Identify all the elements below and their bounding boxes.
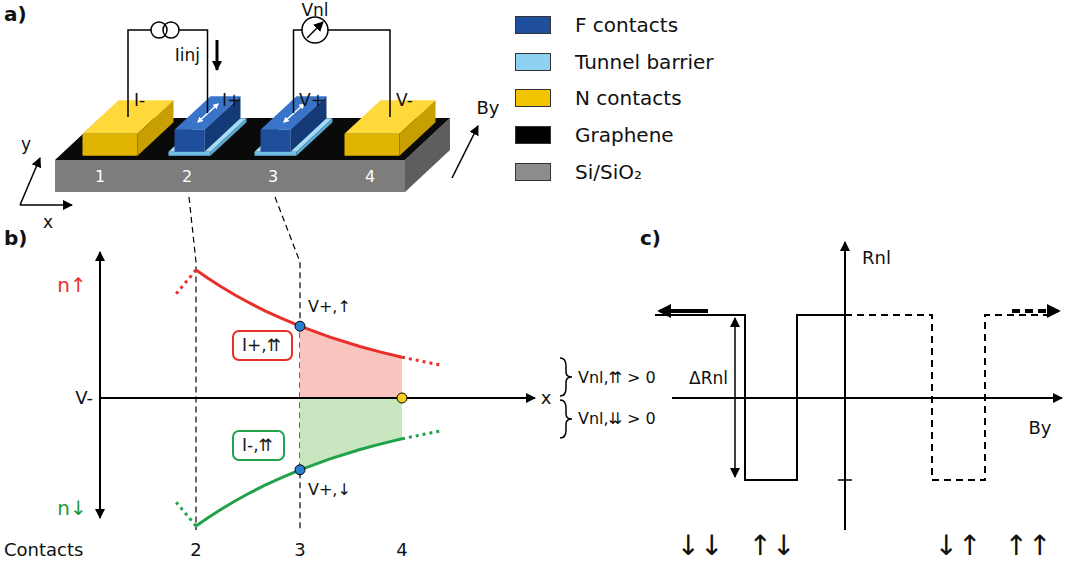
probe-dot	[295, 321, 305, 331]
contact-front	[261, 130, 291, 152]
magnetization-state: ↓↓	[677, 529, 724, 563]
magnetization-state: ↑↓	[749, 529, 796, 563]
tick	[838, 479, 852, 481]
delta-label: ΔRnl	[689, 368, 728, 388]
wire	[179, 30, 208, 113]
terminal-name: V+	[299, 90, 325, 110]
contact-number: 4	[396, 539, 407, 561]
legend-item: Tunnel barrier	[515, 47, 714, 77]
reference-dot	[397, 393, 407, 403]
contact-number: 3	[294, 539, 305, 561]
terminal-name: I+	[222, 90, 241, 110]
magnetization-state: ↓↑	[935, 529, 982, 563]
current-box: I-,⇈	[232, 430, 285, 461]
spin-up-curve	[176, 270, 440, 365]
axis-arrow	[20, 158, 40, 205]
hysteresis-sweep	[845, 315, 1050, 480]
voltage-name: Vnl	[301, 0, 328, 20]
current-arrow	[216, 40, 219, 70]
probe-dot	[295, 465, 305, 475]
contact-number: 4	[365, 167, 375, 186]
legend-text: F contacts	[575, 13, 678, 37]
axis-label: n↑	[57, 273, 86, 297]
voltage-note: Vnl,⇈ > 0	[578, 368, 656, 387]
delta-arrow	[734, 318, 736, 477]
spin-up-curve	[196, 270, 402, 357]
current-box: I+,⇈	[232, 330, 293, 361]
axis-label: x	[541, 387, 552, 409]
shaded-area	[300, 326, 402, 398]
axis-label: Contacts	[4, 539, 83, 561]
voltage-name: V+,↑	[308, 297, 351, 316]
legend-swatch	[515, 163, 551, 181]
magnetization-state: ↑↑	[1005, 529, 1052, 563]
legend-item: N contacts	[515, 83, 682, 113]
axis	[672, 397, 1062, 399]
field-label: By	[476, 97, 499, 119]
wire	[328, 30, 390, 117]
contact-number: 2	[190, 539, 201, 561]
contact-front	[175, 130, 205, 152]
axis-label: Rnl	[862, 247, 891, 269]
legend-text: Graphene	[575, 123, 674, 147]
terminal-name: I-	[134, 90, 145, 110]
voltage-note: Vnl,⇊ > 0	[578, 409, 656, 428]
circuit	[128, 17, 390, 117]
legend-item: Si/SiO₂	[515, 157, 642, 187]
brace	[560, 400, 572, 438]
legend-item: Graphene	[515, 120, 674, 150]
sweep-arrow	[660, 309, 708, 313]
contact-front	[345, 134, 400, 156]
legend-text: Tunnel barrier	[575, 50, 714, 74]
voltmeter-needle	[307, 22, 323, 38]
voltmeter	[302, 17, 328, 43]
axis-label: y	[21, 134, 31, 154]
contact-number: 1	[95, 167, 105, 186]
current-name: Iinj	[175, 45, 200, 65]
axis	[100, 397, 535, 399]
voltage-name: V+,↓	[308, 480, 351, 499]
sweep-arrow	[1012, 309, 1058, 313]
legend-swatch	[515, 16, 551, 34]
axis-label: V-	[75, 387, 93, 409]
spin-down-curve	[196, 439, 402, 526]
projection-line	[189, 197, 196, 530]
axis-label: x	[43, 212, 53, 232]
shaded-area	[300, 398, 402, 470]
axis	[844, 242, 846, 530]
panel-letter: c)	[640, 226, 661, 250]
current-source	[163, 22, 179, 38]
barrier-front	[255, 152, 297, 156]
panel-letter: b)	[4, 226, 27, 250]
legend-item: F contacts	[515, 10, 678, 40]
hysteresis-sweep	[655, 315, 845, 480]
legend-swatch	[515, 53, 551, 71]
substrate-front	[55, 160, 405, 192]
barrier-front	[169, 152, 211, 156]
brace	[560, 358, 572, 396]
field-arrow	[452, 126, 478, 178]
legend-text: N contacts	[575, 86, 682, 110]
axis	[99, 252, 101, 518]
axis-label: n↓	[57, 496, 86, 520]
axis-arrow	[20, 204, 72, 206]
box-label: I+,⇈	[242, 335, 281, 355]
box-label: I-,⇈	[242, 435, 273, 455]
panel-letter: a)	[4, 2, 27, 26]
spin-down-curve	[176, 431, 440, 526]
axis-label: By	[1028, 417, 1051, 439]
contact-front	[83, 134, 138, 156]
contact-number: 3	[268, 167, 278, 186]
wire	[128, 30, 151, 117]
contact-number: 2	[182, 167, 192, 186]
legend-text: Si/SiO₂	[575, 160, 642, 184]
legend-swatch	[515, 126, 551, 144]
terminal-name: V-	[396, 90, 413, 110]
legend-swatch	[515, 89, 551, 107]
